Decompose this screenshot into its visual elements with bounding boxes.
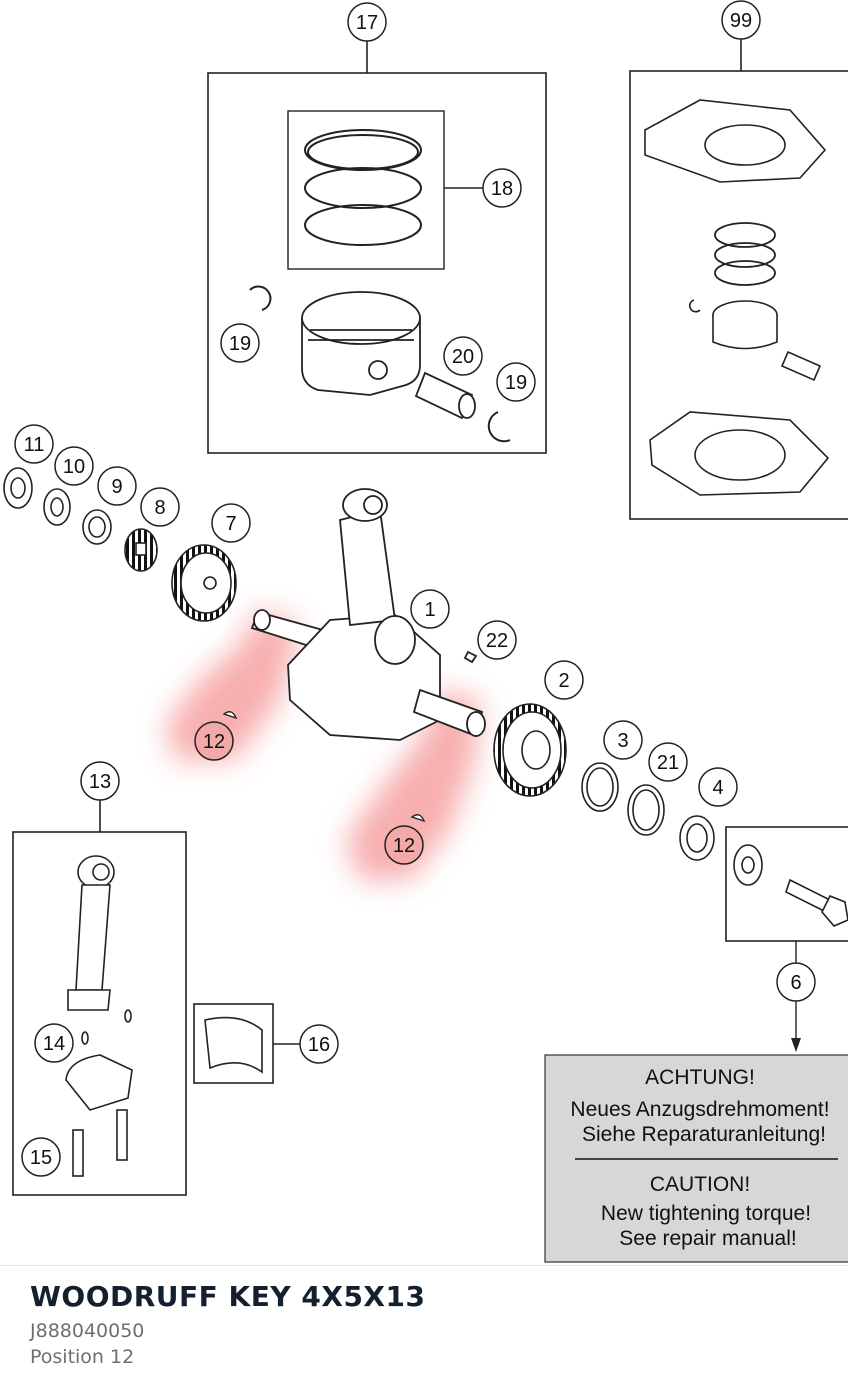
callout-11[interactable]: 11 <box>14 424 54 464</box>
right-shaft-parts[interactable] <box>493 703 715 861</box>
small-pin-illustration <box>780 350 822 382</box>
bolt-kit-box[interactable] <box>725 826 848 1052</box>
callout-6[interactable]: 6 <box>776 962 816 1002</box>
warning-en-title: CAUTION! <box>650 1173 750 1196</box>
warning-en-line1: New tightening torque! <box>601 1202 811 1225</box>
small-piston-illustration <box>712 300 778 350</box>
callout-label: 13 <box>89 771 111 793</box>
callout-16[interactable]: 16 <box>299 1024 339 1064</box>
callout-19b[interactable]: 19 <box>496 362 536 402</box>
callout-7[interactable]: 7 <box>211 503 251 543</box>
piston-pin-illustration <box>414 371 476 420</box>
callout-label: 99 <box>730 10 752 32</box>
callout-4[interactable]: 4 <box>698 767 738 807</box>
callout-15[interactable]: 15 <box>21 1137 61 1177</box>
piston-rings-illustration <box>304 129 422 246</box>
callout-label: 7 <box>225 513 236 535</box>
callout-label: 4 <box>712 777 723 799</box>
callout-label: 2 <box>558 670 569 692</box>
callout-label: 18 <box>491 178 513 200</box>
conrod-kit-box[interactable] <box>12 800 187 1196</box>
exploded-parts-diagram: ACHTUNG! Neues Anzugsdrehmoment! Siehe R… <box>3 0 848 1263</box>
callout-label: 12 <box>393 835 415 857</box>
warning-de-line1: Neues Anzugsdrehmoment! <box>570 1098 829 1121</box>
crankshaft-illustration[interactable] <box>250 488 486 741</box>
callout-19a[interactable]: 19 <box>220 323 260 363</box>
callout-label: 11 <box>24 434 45 456</box>
part-number: J888040050 <box>30 1320 145 1342</box>
warning-de-title: ACHTUNG! <box>645 1066 755 1089</box>
callout-18[interactable]: 18 <box>482 168 522 208</box>
warning-en-line2: See repair manual! <box>619 1227 796 1250</box>
callout-label: 20 <box>452 346 474 368</box>
callout-label: 17 <box>356 12 378 34</box>
callout-label: 19 <box>505 372 527 394</box>
selected-part-panel: WOODRUFF KEY 4X5X13 J888040050 Position … <box>0 1265 848 1391</box>
callout-label: 16 <box>308 1034 330 1056</box>
callout-12a[interactable]: 12 <box>194 721 234 761</box>
callout-22[interactable]: 22 <box>477 620 517 660</box>
highlight-position-12[interactable] <box>165 610 480 880</box>
cylinder-kit-box[interactable] <box>629 39 848 520</box>
callout-label: 21 <box>657 752 679 774</box>
callout-label: 9 <box>111 476 122 498</box>
callout-label: 15 <box>30 1147 52 1169</box>
callout-13[interactable]: 13 <box>80 761 120 801</box>
callout-label: 22 <box>486 630 508 652</box>
callout-label: 19 <box>229 333 251 355</box>
conrod-illustration <box>65 855 133 1177</box>
woodruff-key-illustration[interactable] <box>222 711 426 823</box>
callout-label: 14 <box>43 1033 65 1055</box>
callout-17[interactable]: 17 <box>347 2 387 42</box>
head-gasket-illustration <box>644 99 827 183</box>
callout-12b[interactable]: 12 <box>384 825 424 865</box>
callout-label: 6 <box>790 972 801 994</box>
warning-de-line2: Siehe Reparaturanleitung! <box>582 1123 826 1146</box>
callout-3[interactable]: 3 <box>603 720 643 760</box>
piston-illustration <box>301 291 421 396</box>
base-gasket-illustration <box>649 411 830 496</box>
callout-1[interactable]: 1 <box>410 589 450 629</box>
bearing-shell-box[interactable] <box>193 1003 303 1084</box>
callout-14[interactable]: 14 <box>34 1023 74 1063</box>
warning-box: ACHTUNG! Neues Anzugsdrehmoment! Siehe R… <box>544 1054 848 1263</box>
callout-99[interactable]: 99 <box>721 0 761 40</box>
callout-10[interactable]: 10 <box>54 446 94 486</box>
callout-9[interactable]: 9 <box>97 466 137 506</box>
callout-8[interactable]: 8 <box>140 487 180 527</box>
circlip-illustration <box>249 285 511 443</box>
callout-20[interactable]: 20 <box>443 336 483 376</box>
callout-label: 1 <box>424 599 435 621</box>
small-rings-illustration <box>714 222 776 286</box>
callout-label: 10 <box>63 456 85 478</box>
part-position: Position 12 <box>30 1346 135 1368</box>
callout-label: 12 <box>203 731 225 753</box>
callout-2[interactable]: 2 <box>544 660 584 700</box>
piston-kit-box[interactable] <box>207 41 547 454</box>
left-shaft-parts[interactable] <box>3 467 237 622</box>
callout-21[interactable]: 21 <box>648 742 688 782</box>
callout-label: 8 <box>154 497 165 519</box>
part-name: WOODRUFF KEY 4X5X13 <box>30 1280 426 1313</box>
callout-label: 3 <box>617 730 628 752</box>
